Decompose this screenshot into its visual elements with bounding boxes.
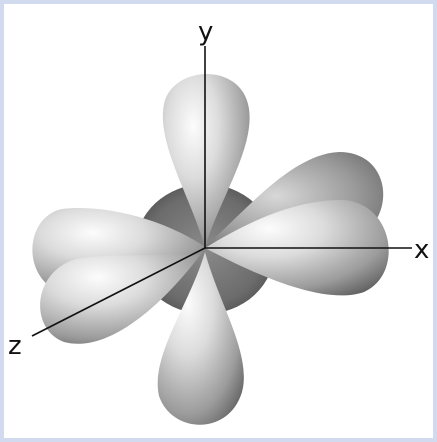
orbital-figure: y x z bbox=[4, 4, 433, 438]
orbital-diagram: y x z bbox=[8, 17, 429, 425]
lobe-y-negative bbox=[157, 252, 244, 425]
lobe-z-front bbox=[40, 249, 206, 344]
z-axis-line bbox=[31, 247, 206, 337]
z-axis-label: z bbox=[8, 331, 22, 361]
x-axis-label: x bbox=[414, 235, 429, 265]
y-axis-label: y bbox=[198, 17, 213, 47]
lobe-y-positive bbox=[162, 73, 250, 248]
